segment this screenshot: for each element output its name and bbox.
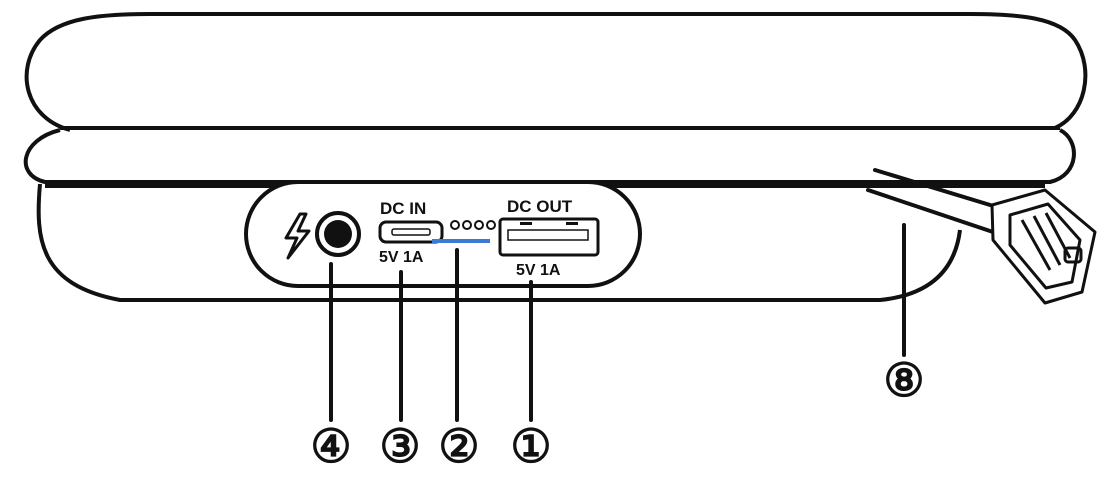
callout-3: ③ [379,420,420,472]
led-dot-3 [474,220,484,230]
round-button-icon [315,211,361,257]
led-dot-4 [486,220,496,230]
case-zipper-band [23,128,1076,184]
led-indicator [432,220,496,243]
control-panel: DC IN 5V 1A DC OUT 5V 1A [244,180,642,288]
callout-1: ① [510,420,551,472]
dc-in-rating: 5V 1A [379,249,424,266]
led-bar [432,239,490,243]
lightning-icon [284,212,311,260]
usb-a-port-icon [498,217,600,257]
cable [866,168,1002,234]
callout-2: ② [438,420,479,472]
dc-out-rating: 5V 1A [516,262,561,279]
callout-8: ⑧ [883,354,924,406]
callout-4: ④ [310,420,351,472]
case-lower-body [36,183,962,302]
led-dot-1 [450,220,460,230]
led-dot-2 [462,220,472,230]
leader-lines [329,223,906,422]
dc-out-label: DC OUT [507,197,573,216]
cable-connector-icon [990,188,1097,305]
case-lid-outline [24,12,1088,132]
callout-labels: ① ② ③ ④ ⑧ [310,354,924,472]
cable-lower [866,188,995,234]
cable-upper [873,168,1002,210]
dc-in-label: DC IN [380,199,426,218]
micro-usb-port-icon [378,220,444,244]
